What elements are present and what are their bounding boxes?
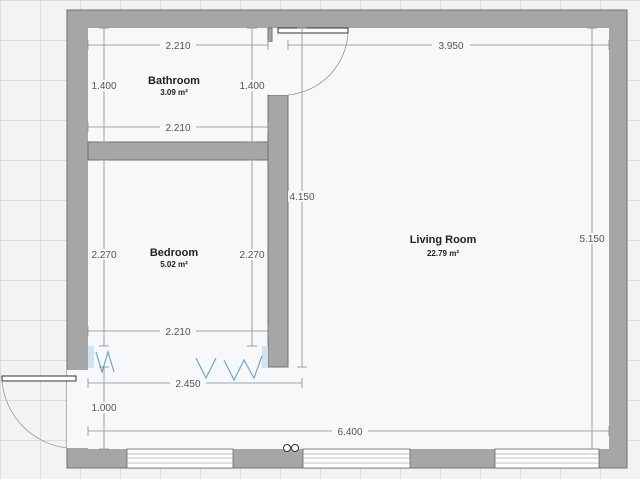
room-name-living-room: Living Room (410, 234, 477, 246)
dim-bathroom-bottom-label: 2.210 (165, 123, 190, 134)
top-door-swing (287, 32, 349, 96)
dim-bedroom-right: 2.270 (238, 159, 266, 347)
dim-bathroom-right: 1.400 (238, 27, 266, 143)
window-1 (126, 448, 234, 469)
dim-living-right: 5.150 (578, 27, 606, 450)
room-area-bathroom: 3.09 m² (160, 88, 188, 97)
dim-bedroom-bottom: 2.210 (87, 326, 269, 338)
wall-fixture-icon (283, 444, 299, 452)
entry-opening (67, 370, 88, 448)
dim-partition: 4.150 (288, 27, 316, 368)
dim-bathroom-left-label: 1.400 (91, 81, 116, 92)
top-door-panel[interactable] (277, 27, 349, 34)
dim-entry: 1.000 (90, 366, 118, 450)
room-name-bathroom: Bathroom (148, 75, 200, 87)
dim-living-top: 3.950 (287, 40, 610, 52)
dim-overall: 6.400 (87, 426, 610, 438)
dim-bathroom-bottom: 2.210 (87, 122, 269, 134)
dim-hall: 2.450 (87, 378, 303, 390)
dim-bathroom-top-label: 2.210 (165, 41, 190, 52)
dim-bedroom-bottom-label: 2.210 (165, 327, 190, 338)
dim-hall-label: 2.450 (175, 379, 200, 390)
room-area-living-room: 22.79 m² (427, 249, 459, 258)
dim-bedroom-left-label: 2.270 (91, 250, 116, 261)
dim-living-right-label: 5.150 (579, 234, 604, 245)
dim-entry-label: 1.000 (91, 403, 116, 414)
window-2 (302, 448, 411, 469)
window-3 (494, 448, 600, 469)
bedroom-folding-door[interactable] (88, 346, 268, 382)
entry-door-swing (1, 380, 68, 449)
door-jamb (267, 27, 273, 43)
partition-wall (267, 94, 289, 368)
room-area-bedroom: 5.02 m² (160, 260, 188, 269)
dim-bedroom-right-label: 2.270 (239, 250, 264, 261)
dim-bathroom-left: 1.400 (90, 27, 118, 143)
entry-door-panel[interactable] (1, 375, 77, 382)
dim-bathroom-top: 2.210 (87, 40, 269, 52)
dim-living-top-label: 3.950 (438, 41, 463, 52)
room-name-bedroom: Bedroom (150, 247, 199, 259)
bathroom-door-opening (268, 42, 288, 95)
dim-overall-label: 6.400 (337, 427, 362, 438)
wall-bath-bed (87, 141, 269, 161)
dim-partition-label: 4.150 (289, 192, 314, 203)
dim-bedroom-left: 2.270 (90, 159, 118, 347)
dim-bathroom-right-label: 1.400 (239, 81, 264, 92)
